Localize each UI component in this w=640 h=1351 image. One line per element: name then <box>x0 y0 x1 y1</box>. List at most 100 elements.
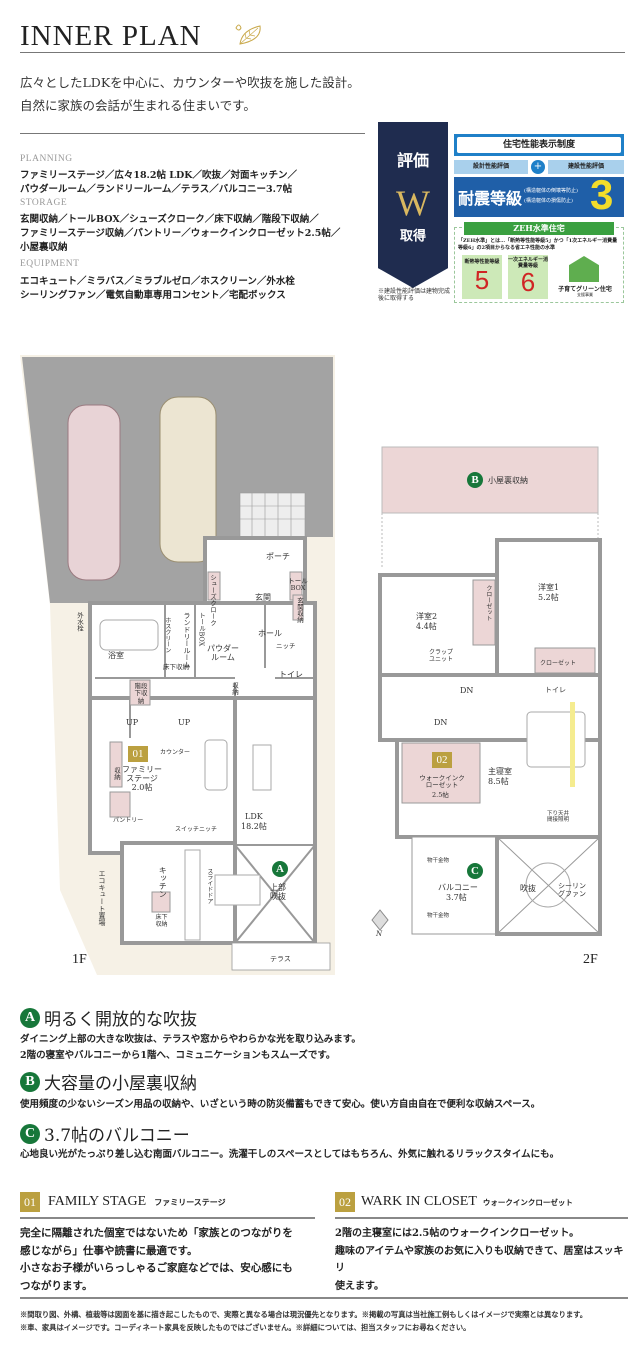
terrace-label: テラス <box>270 955 291 963</box>
room-laundry: ランドリールーム <box>183 612 192 668</box>
marker-c: C <box>467 863 483 879</box>
balcony-label: バルコニー <box>438 883 478 892</box>
seismic-grade: 3 <box>590 171 614 218</box>
point-text: つながります。 <box>20 1279 93 1292</box>
crab-unit: クラップユニット <box>428 649 453 663</box>
storage-line: 小屋裏収納 <box>20 242 68 253</box>
ceiling-fan-label: シーリングファン <box>558 882 586 899</box>
point-walk-in-closet: 02 WARK IN CLOSET ウォークインクローゼット 2階の主寝室には2… <box>335 1192 628 1295</box>
point-title: FAMILY STAGE <box>48 1194 147 1209</box>
room-toilet: トイレ <box>279 670 303 679</box>
zeh-label: ZEH水準住宅 <box>464 222 614 235</box>
master-label: 主寝室 <box>488 767 512 776</box>
design-eval: 設計性能評価 <box>454 160 528 174</box>
niche: ニッチ <box>276 642 296 650</box>
underfloor-storage: 床下収納 <box>163 663 189 671</box>
hoscreen: ホスクリーン <box>163 617 171 653</box>
intro-rule <box>20 133 365 134</box>
up-label: UP <box>126 718 139 727</box>
point-sub: ファミリーステージ <box>154 1196 226 1207</box>
floor-plan-drawing <box>20 355 602 975</box>
point-rule <box>335 1217 628 1219</box>
room-genkan-storage: 玄関収納 <box>295 597 304 623</box>
wic-label: ウォークインクローゼット <box>419 774 465 790</box>
switch-niche: スイッチニッチ <box>175 826 218 833</box>
seismic-box: 耐震等級 (構造躯体の倒壊等防止) (構造躯体の損傷防止) 3 <box>454 171 624 218</box>
toilet-2f: トイレ <box>545 686 566 694</box>
energy-label: 一次エネルギー消費量等級 <box>508 257 549 269</box>
master-size: 8.5帖 <box>488 777 509 786</box>
zeh-desc: 「ZEH水準」とは…「断熱等性能等級5」かつ「1次エネルギー消費量等級6」の2項… <box>458 238 618 251</box>
intro-line-1: 広々としたLDKを中心に、カウンターや吹抜を施した設計。 <box>20 75 360 90</box>
insulation-grade: 5 <box>474 265 490 295</box>
wic-size: 2.5帖 <box>432 791 449 799</box>
insulation-label: 断熱等性能等級 <box>464 259 500 265</box>
living-table <box>252 744 272 791</box>
room-genkan: 玄関 <box>255 593 271 602</box>
attic-label: 小屋裏収納 <box>488 476 528 485</box>
green-sub: 支援事業 <box>577 292 593 297</box>
kitchen-counter <box>184 849 201 941</box>
up-label: UP <box>178 718 191 727</box>
ecocute: エコキュート置場 <box>98 870 107 926</box>
storage-1f: 収納 <box>230 682 239 695</box>
family-storage: 収納 <box>112 767 121 780</box>
build-eval: 建設性能評価 <box>548 160 624 174</box>
feature-c-title: 3.7帖のバルコニー <box>44 1126 190 1146</box>
w-mark: W <box>396 183 430 223</box>
dryer-hook: 物干金物 <box>427 913 450 919</box>
room1-label: 洋室1 <box>538 583 560 592</box>
interior-walls-1f <box>95 603 316 944</box>
underfloor-storage-2: 床下収納 <box>155 914 168 928</box>
point-sub: ウォークインクローゼット <box>482 1197 573 1207</box>
attic-area <box>381 446 599 514</box>
equipment-line: シーリングファン／電気自動車専用コンセント／宅配ボックス <box>20 290 286 301</box>
feature-b-title: 大容量の小屋裏収納 <box>44 1074 197 1094</box>
room2-label: 洋室2 <box>416 612 438 621</box>
insulation-box: 断熱等性能等級 5 <box>462 255 502 299</box>
point-family-stage: 01 FAMILY STAGE ファミリーステージ 完全に隔離された個室ではない… <box>20 1192 315 1295</box>
point-text: 完全に隔離された個室ではないため「家族とのつながりを <box>20 1227 293 1239</box>
room-shoes: シューズクローク <box>208 574 217 626</box>
porch-tiles <box>239 492 306 539</box>
under-stairs-storage: 階段下収納 <box>134 682 148 705</box>
seismic-sub: (構造躯体の倒壊等防止) <box>524 188 578 194</box>
equipment-label: EQUIPMENT <box>20 259 80 269</box>
feature-a-text: 2階の寝室やバルコニーから1階へ、コミュニケーションもスムーズです。 <box>20 1050 336 1061</box>
outdoor-tap: 外水栓 <box>75 612 84 632</box>
ceiling-lighting: 下り天井間接照明 <box>546 811 569 824</box>
point-num: 02 <box>335 1192 355 1212</box>
room-powder: パウダールーム <box>207 644 239 663</box>
terrace <box>231 942 331 971</box>
room-ldk: LDK <box>245 812 263 821</box>
feature-b-text: 使用頻度の少ないシーズン用品の収納や、いざという時の防災備蓄もできて安心。使い方… <box>20 1099 541 1110</box>
title-rule <box>20 52 625 53</box>
dn-label: DN <box>434 718 448 727</box>
point-title: WARK IN CLOSET <box>361 1194 477 1209</box>
system-label: 住宅性能表示制度 <box>457 137 621 153</box>
room-kitchen: キッチン <box>158 866 168 898</box>
indirect-light <box>570 702 575 787</box>
planning-line: パウダールーム／ランドリールーム／テラス／バルコニー3.7帖 <box>20 184 293 195</box>
storage-line: 玄関収納／トールBOX／シューズクローク／床下収納／階段下収納／ <box>20 214 319 225</box>
floor-2f-label: 2F <box>583 952 598 967</box>
room-tall-box: トールBOX <box>288 577 308 593</box>
feature-a-title: 明るく開放的な吹抜 <box>44 1010 197 1030</box>
planning-label: PLANNING <box>20 154 73 164</box>
dryer-hook: 物干金物 <box>427 858 450 864</box>
family-stage-badge: 01 <box>128 746 148 762</box>
footnote: ※間取り図、外構、植栽等は図面を基に描き起こしたもので、実際と異なる場合は現況優… <box>20 1310 588 1319</box>
point-text: 感じながら」仕事や読書に最適です。 <box>20 1244 198 1257</box>
page-title: INNER PLAN <box>20 20 202 52</box>
plus-icon: + <box>531 160 545 174</box>
marker-b-icon: B <box>20 1071 40 1092</box>
seismic-sub: (構造躯体の損傷防止) <box>524 198 573 204</box>
badge-note: ※建設性能評価は建物完成後に取得する <box>378 288 451 303</box>
point-num: 01 <box>20 1192 40 1212</box>
marker-a: A <box>272 861 288 877</box>
leaf-icon <box>235 24 261 45</box>
compass-north: N <box>376 930 383 938</box>
